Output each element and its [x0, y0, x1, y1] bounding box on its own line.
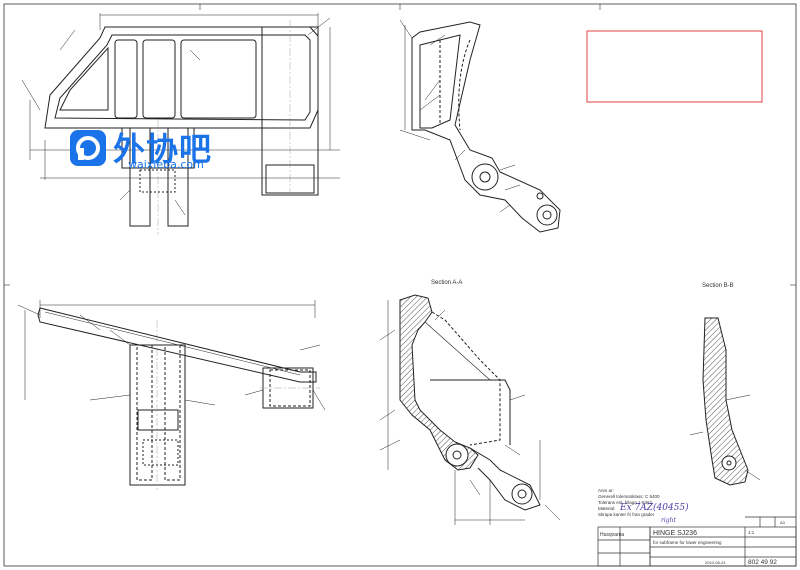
note-line-5: Skrapa kanter fri fran grader	[598, 512, 655, 517]
note-line-1: Anm ar:	[598, 488, 614, 493]
title-block	[597, 516, 797, 567]
drawing-scale: 1:1	[748, 530, 755, 535]
company-name: Husqvarna	[600, 532, 624, 538]
handwritten-side: right	[661, 517, 676, 524]
note-line-4: Material:	[598, 506, 615, 511]
view-side-top-middle	[399, 19, 561, 233]
watermark-site: waixieba.com	[128, 158, 204, 171]
part-name: HINGE SJ236	[653, 530, 697, 537]
note-line-3: Tolerans enl. bilaga 1-5362	[598, 500, 653, 505]
watermark	[70, 130, 106, 166]
sheet-size: A3	[780, 520, 786, 525]
part-subtitle: for subframe for lower engineering	[653, 540, 722, 545]
view-section-b	[689, 317, 761, 486]
view-front-top-left	[21, 13, 340, 235]
view-top-bottom-left	[17, 300, 326, 490]
handwritten-code: Ex 7AZ(40455)	[619, 502, 689, 513]
drawing-number: 802 49 92	[748, 559, 777, 566]
drawing-date: 2010-08-24	[705, 560, 726, 565]
watermark-brand: 外协吧	[113, 130, 213, 168]
view-section-a	[379, 294, 561, 525]
note-line-2: Generell toleransklass: C 5400	[598, 494, 660, 499]
notes-block: Anm ar: Generell toleransklass: C 5400 T…	[598, 488, 689, 524]
section-a-label: Section A-A	[431, 280, 462, 286]
red-marker-box	[586, 30, 763, 103]
sheet-border	[3, 3, 797, 567]
watermark-logo-icon	[70, 130, 106, 166]
section-b-label: Section B-B	[702, 283, 734, 289]
